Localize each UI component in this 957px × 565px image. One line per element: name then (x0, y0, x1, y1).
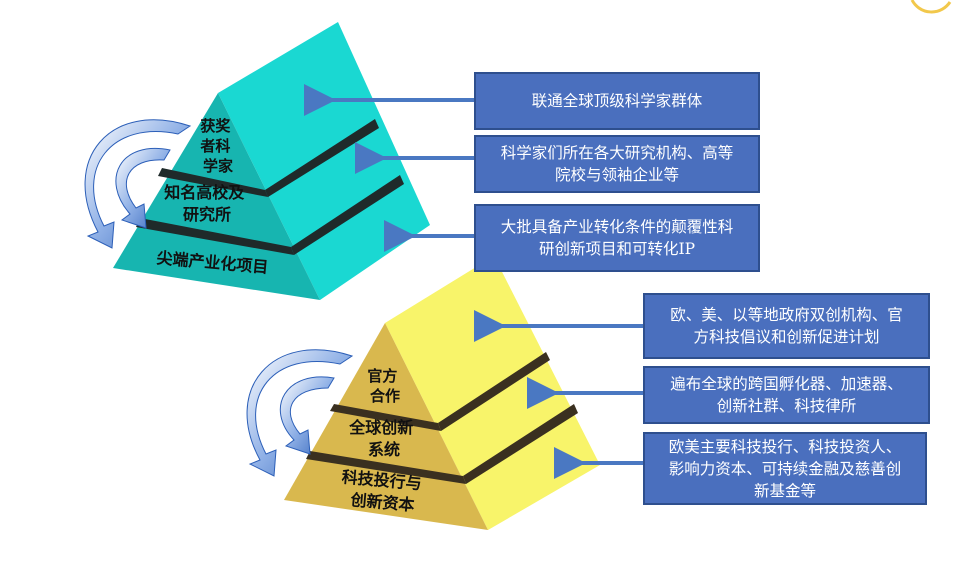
pyramid-top-band-1 (158, 168, 268, 197)
desc-text-bottom-3: 欧美主要科技投行、科技投资人、 影响力资本、可持续金融及慈善创 新基金等 (668, 437, 902, 500)
pyramid-bottom-band-1 (330, 404, 441, 431)
desc-text-bottom-2: 遍布全球的跨国孵化器、加速器、 创新社群、科技律所 (670, 375, 903, 415)
pyramid-top (113, 22, 430, 300)
desc-box-bottom-3: 欧美主要科技投行、科技投资人、 影响力资本、可持续金融及慈善创 新基金等 (643, 432, 927, 505)
desc-text-top-2: 科学家们所在各大研究机构、高等 院校与领袖企业等 (500, 144, 734, 184)
desc-text-bottom-1: 欧、美、以等地政府双创机构、官 方科技倡议和创新促进计划 (670, 306, 903, 346)
cycle-arrow-bottom (246, 349, 354, 477)
pyramid-top-band-2 (136, 218, 294, 255)
desc-box-bottom-1: 欧、美、以等地政府双创机构、官 方科技倡议和创新促进计划 (643, 293, 930, 359)
cycle-arrow-top (84, 119, 192, 249)
pyramid-top-layer-2-label: 知名高校及 研究所 (164, 183, 250, 224)
corner-decoration (910, 0, 952, 14)
desc-box-top-1: 联通全球顶级科学家群体 (474, 72, 760, 130)
desc-box-top-2: 科学家们所在各大研究机构、高等 院校与领袖企业等 (474, 135, 760, 193)
pyramid-bottom-layer-1-label: 官方 合作 (367, 367, 402, 405)
desc-text-top-1: 联通全球顶级科学家群体 (531, 92, 703, 110)
pyramid-bottom-band-2 (306, 451, 466, 484)
pyramid-top-side-band-1 (265, 119, 379, 197)
pyramid-bottom-side-band-1 (438, 352, 550, 431)
desc-box-top-3: 大批具备产业转化条件的颠覆性科 研创新项目和可转化IP (474, 204, 760, 272)
pyramid-top-layer-1-label: 获奖 者科 学家 (200, 117, 235, 175)
desc-box-bottom-2: 遍布全球的跨国孵化器、加速器、 创新社群、科技律所 (643, 366, 930, 424)
pyramid-bottom-side-band-2 (463, 404, 578, 484)
desc-text-top-3: 大批具备产业转化条件的颠覆性科 研创新项目和可转化IP (500, 218, 734, 258)
pyramid-top-side-band-2 (291, 175, 404, 255)
pyramid-bottom (284, 256, 600, 530)
pyramid-bottom-layer-2-label: 全球创新 系统 (348, 418, 419, 459)
pointer-arrows (304, 84, 643, 479)
